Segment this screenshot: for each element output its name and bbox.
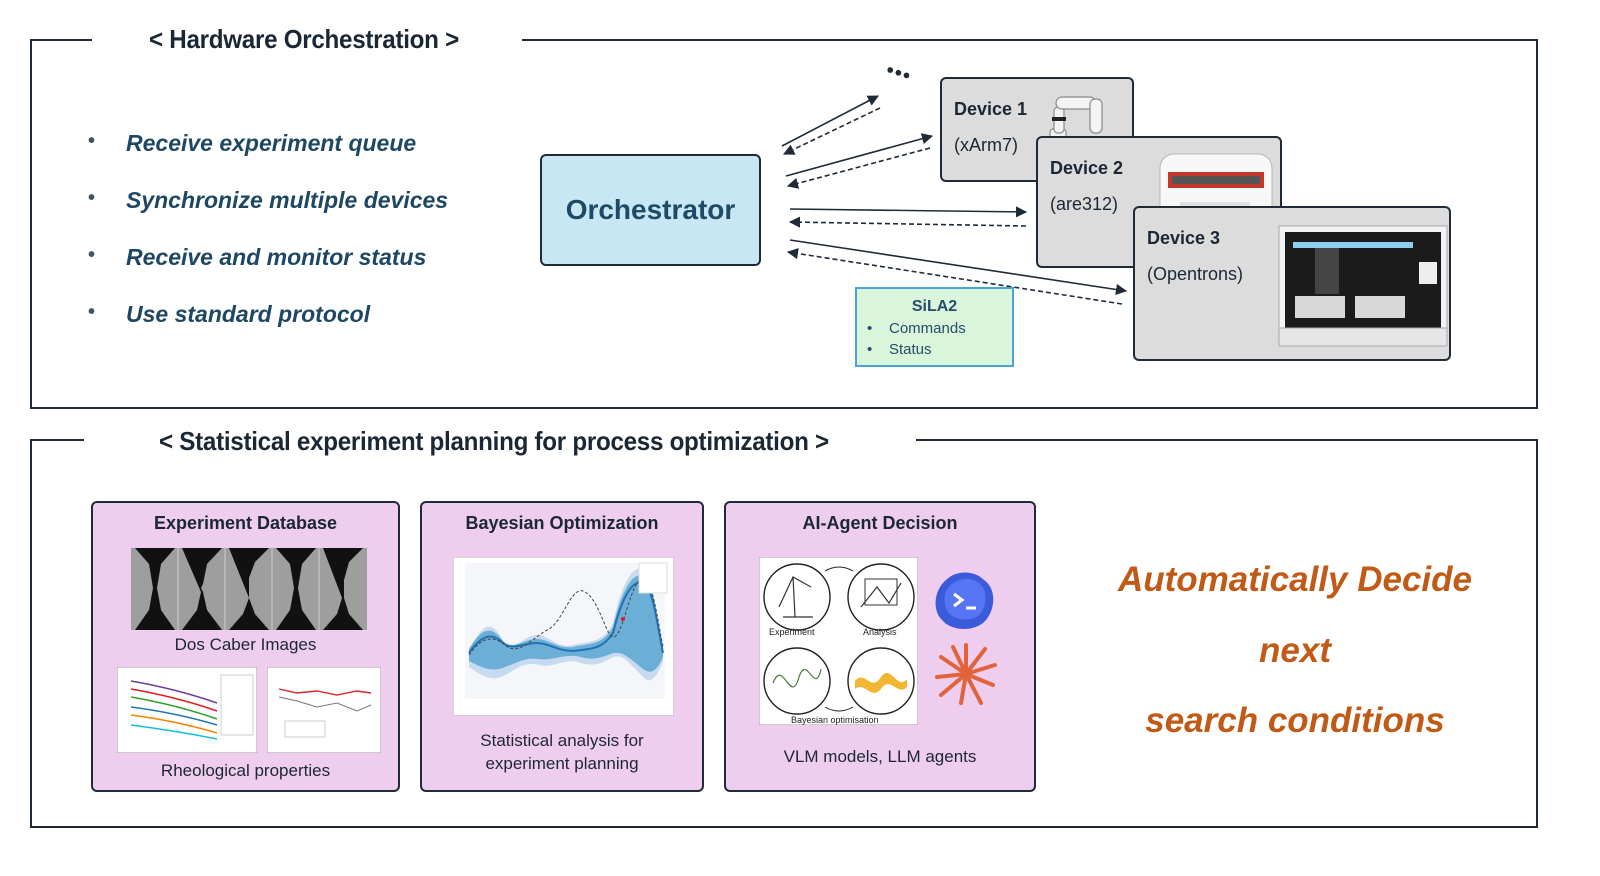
sila2-item: Status (867, 339, 1012, 360)
card-title: AI-Agent Decision (802, 513, 958, 533)
device-3-card: Device 3 (Opentrons) (1133, 206, 1451, 361)
sila2-protocol-box: SiLA2 Commands Status (855, 287, 1014, 367)
sila2-title: SiLA2 (911, 298, 958, 315)
cycle-label-bayesian: Bayesian optimisation (791, 715, 879, 725)
experiment-database-card: Experiment Database Dos Caber Images (91, 501, 400, 792)
claude-starburst-icon (935, 643, 997, 705)
orchestrator-label: Orchestrator (565, 194, 736, 225)
bullet-text: Synchronize multiple devices (126, 187, 449, 213)
bullet-dot: • (88, 187, 96, 209)
device-name: Device 1 (954, 99, 1028, 119)
ai-agent-decision-card: AI-Agent Decision Experiment Analysis Ba… (724, 501, 1036, 792)
decision-line-3: search conditions (1145, 701, 1445, 740)
bullet-text: Receive experiment queue (126, 130, 417, 156)
arrow-to-device3 (789, 239, 1128, 296)
liquid-handler-icon (1278, 225, 1448, 347)
bullet-item: • Receive experiment queue (88, 130, 448, 187)
bullet-item: • Use standard protocol (88, 301, 448, 358)
rheology-plot-right (267, 667, 381, 753)
arrow-to-more-devices (781, 95, 879, 147)
gaussian-process-plot (453, 557, 674, 716)
planning-section-title: < Statistical experiment planning for pr… (146, 426, 842, 457)
arrow-to-device2 (789, 206, 1028, 218)
caption-line: Statistical analysis for (480, 731, 644, 750)
bullet-text: Receive and monitor status (126, 244, 427, 270)
cycle-label-analysis: Analysis (863, 627, 897, 637)
cycle-label-experiment: Experiment (769, 627, 815, 637)
sila2-item-list: Commands Status (857, 318, 1012, 360)
bullet-dot: • (88, 244, 96, 266)
card-title: Experiment Database (153, 513, 338, 533)
rheology-caption: Rheological properties (160, 761, 331, 780)
rheology-plot-left (117, 667, 257, 753)
device-model: (Opentrons) (1147, 264, 1244, 284)
bullet-dot: • (88, 301, 96, 323)
bullet-dot: • (88, 130, 96, 152)
planning-frame (30, 439, 1538, 828)
bullet-item: • Synchronize multiple devices (88, 187, 448, 244)
device-name: Device 3 (1147, 228, 1221, 248)
decision-line-1: Automatically Decide (1118, 560, 1472, 599)
optimization-cycle-diagram: Experiment Analysis Bayesian optimisatio… (759, 557, 918, 725)
decision-line-2: next (1259, 631, 1331, 670)
hardware-section-title: < Hardware Orchestration > (136, 24, 472, 55)
hardware-frame (30, 39, 1538, 409)
sila2-item: Commands (867, 318, 1012, 339)
caption-line: experiment planning (485, 754, 639, 773)
bullet-item: • Receive and monitor status (88, 244, 448, 301)
arrow-from-device2 (788, 216, 1027, 228)
dos-caber-images (131, 548, 367, 630)
orchestrator-box: Orchestrator (540, 154, 761, 266)
device-name: Device 2 (1050, 158, 1124, 178)
arrow-from-device3 (786, 248, 1123, 305)
card-title: Bayesian Optimization (465, 513, 659, 533)
device-model: (xArm7) (954, 135, 1018, 155)
vlm-llm-caption: VLM models, LLM agents (783, 747, 977, 766)
statistical-analysis-caption: Statistical analysis for experiment plan… (422, 729, 702, 775)
bullet-text: Use standard protocol (126, 301, 371, 327)
arrow-from-device1 (786, 147, 931, 189)
bayesian-optimization-card: Bayesian Optimization Statistical analys… (420, 501, 704, 792)
arrow-to-device1 (785, 133, 934, 177)
hardware-bullet-list: • Receive experiment queue • Synchronize m… (88, 130, 448, 358)
llm-agent-logo-icon (935, 572, 994, 629)
dos-caber-caption: Dos Caber Images (174, 635, 317, 654)
arrow-from-more-devices (782, 107, 881, 155)
device-model: (are312) (1050, 194, 1119, 214)
